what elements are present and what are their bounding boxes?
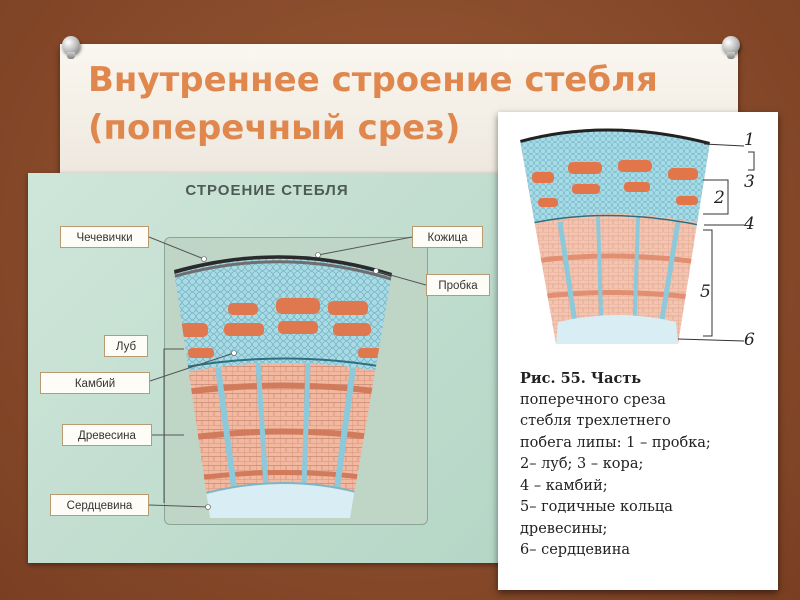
slide-title: Внутреннее строение стебля (поперечный с… (88, 56, 728, 152)
label-phloem: Луб (104, 335, 148, 357)
label-wood: Древесина (62, 424, 152, 446)
caption-line: поперечного среза (520, 391, 666, 408)
stem-structure-panel: СТРОЕНИЕ СТЕБЛЯ (28, 173, 506, 563)
stem-cross-section-illustration (148, 236, 427, 518)
caption-line: побега липы: 1 – пробка; (520, 434, 711, 451)
figure-caption: Рис. 55. Часть поперечного среза стебля … (520, 368, 776, 562)
figure-number-5: 5 (700, 282, 711, 302)
diagram-title: СТРОЕНИЕ СТЕБЛЯ (185, 182, 349, 199)
textbook-figure-card: 1 2 3 4 5 6 Рис. 55. Часть поперечного с… (498, 112, 778, 590)
caption-line: древесины; (520, 520, 608, 537)
caption-line: 4 – камбий; (520, 477, 608, 494)
figure-number-6: 6 (744, 330, 755, 350)
figure-number-3: 3 (744, 172, 755, 192)
label-epidermis: Кожица (412, 226, 483, 248)
pushpin-icon (62, 36, 80, 59)
caption-line: 6– сердцевина (520, 542, 631, 558)
caption-line: стебля трехлетнего (520, 413, 671, 429)
figure-number-4: 4 (744, 214, 755, 234)
caption-line: Рис. 55. Часть (520, 370, 642, 387)
label-pith: Сердцевина (50, 494, 149, 516)
slide-title-line2: (поперечный срез) (88, 108, 461, 148)
label-cambium: Камбий (40, 372, 150, 394)
pushpin-icon (722, 36, 740, 59)
slide-title-line1: Внутреннее строение стебля (88, 60, 658, 100)
figure-number-2: 2 (714, 188, 725, 208)
caption-line: 5– годичные кольца (520, 499, 673, 515)
label-cork: Пробка (426, 274, 490, 296)
linden-stem-section-illustration (520, 128, 755, 345)
label-lenticels: Чечевички (60, 226, 149, 248)
caption-line: 2– луб; 3 – кора; (520, 456, 644, 472)
figure-number-1: 1 (744, 130, 755, 150)
